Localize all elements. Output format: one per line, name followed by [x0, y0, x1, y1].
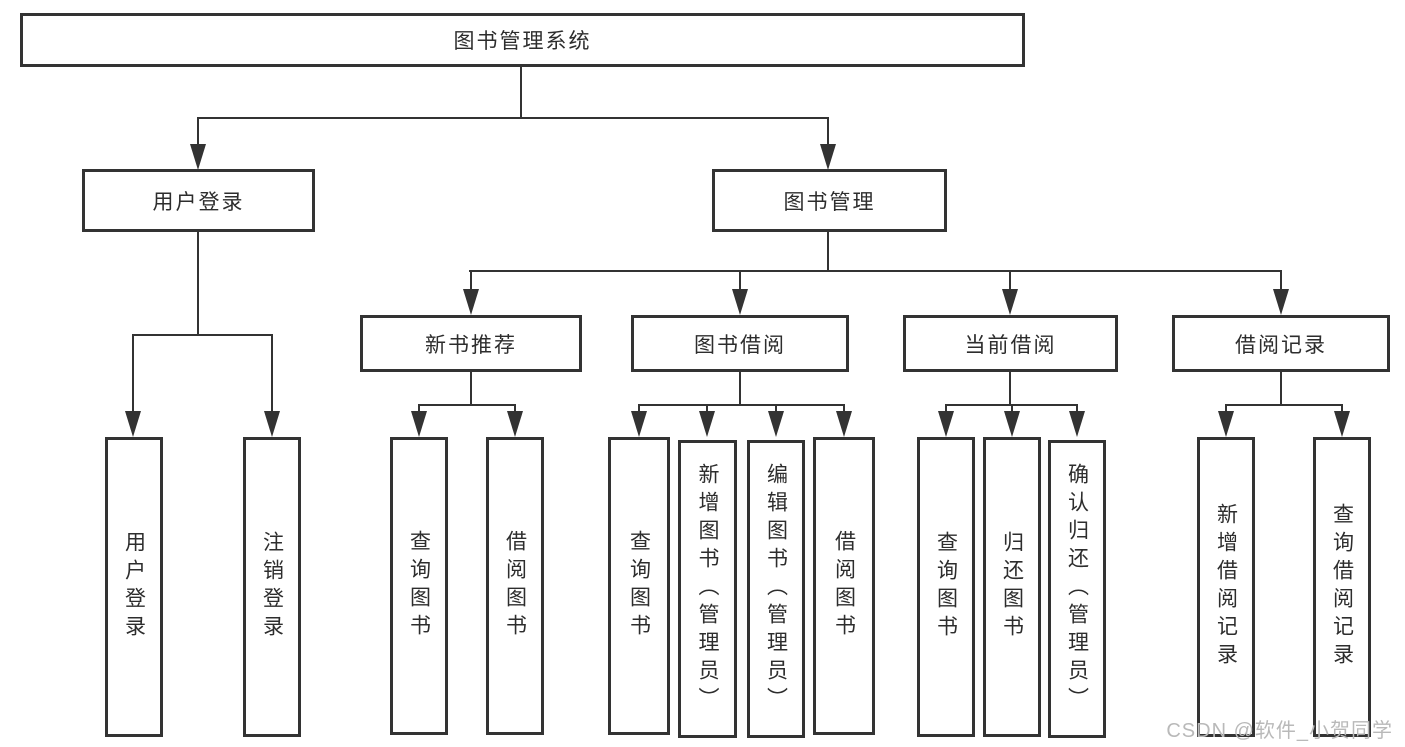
node-label: 当前借阅 — [964, 333, 1057, 357]
arrow-down-icon — [732, 289, 748, 315]
connector-drop — [470, 270, 472, 290]
node-user-login: 用户登录 — [82, 169, 315, 232]
leaf-query-books-borrowing: 查询图书 — [608, 437, 670, 735]
arrow-down-icon — [1004, 411, 1020, 437]
connector-stem — [1009, 371, 1011, 405]
leaf-label: 查询图书 — [627, 530, 651, 642]
leaf-label: 查询图书 — [934, 531, 958, 643]
csdn-watermark: CSDN @软件_小贺同学 — [1166, 720, 1393, 742]
arrow-down-icon — [411, 411, 427, 437]
connector-drop — [132, 334, 134, 412]
arrow-down-icon — [463, 289, 479, 315]
connector-drop — [739, 270, 741, 290]
arrow-down-icon — [190, 144, 206, 170]
connector-rail — [638, 404, 845, 406]
leaf-add-borrow-record: 新增借阅记录 — [1197, 437, 1255, 737]
arrow-down-icon — [125, 411, 141, 437]
connector-drop — [1280, 270, 1282, 290]
arrow-down-icon — [264, 411, 280, 437]
leaf-query-borrow-record: 查询借阅记录 — [1313, 437, 1371, 737]
node-current-borrowing: 当前借阅 — [903, 315, 1118, 372]
node-label: 借阅记录 — [1235, 333, 1327, 357]
leaf-label: 借阅图书 — [832, 530, 856, 642]
connector-drop — [945, 404, 947, 413]
leaf-label: 确认归还（管理员） — [1065, 463, 1089, 715]
connector-drop — [1009, 270, 1011, 290]
connector-root-rail — [197, 117, 829, 119]
leaf-logout: 注销登录 — [243, 437, 301, 737]
node-new-book-recommendation: 新书推荐 — [360, 315, 582, 372]
connector-root-stem — [520, 66, 522, 118]
leaf-add-book-admin: 新增图书（管理员） — [678, 440, 737, 738]
leaf-label: 归还图书 — [1000, 531, 1024, 643]
node-label: 用户登录 — [152, 190, 245, 214]
connector-user-login-stem — [197, 232, 199, 336]
leaf-label: 编辑图书（管理员） — [764, 463, 788, 715]
connector-drop — [843, 404, 845, 413]
arrow-down-icon — [836, 411, 852, 437]
arrow-down-icon — [1218, 411, 1234, 437]
connector-user-login-drop — [197, 117, 199, 146]
connector-drop — [1076, 404, 1078, 413]
arrow-down-icon — [938, 411, 954, 437]
leaf-user-login: 用户登录 — [105, 437, 163, 737]
leaf-label: 新增图书（管理员） — [696, 463, 719, 715]
node-label: 新书推荐 — [425, 333, 517, 357]
connector-stem — [470, 371, 472, 405]
leaf-label: 用户登录 — [122, 531, 146, 643]
leaf-label: 注销登录 — [260, 531, 284, 643]
leaf-return-books: 归还图书 — [983, 437, 1041, 737]
leaf-label: 查询图书 — [407, 530, 431, 642]
arrow-down-icon — [1069, 411, 1085, 437]
leaf-borrow-books-borrowing: 借阅图书 — [813, 437, 875, 735]
connector-drop — [418, 404, 420, 413]
connector-stem — [739, 371, 741, 405]
leaf-query-books-recommend: 查询图书 — [390, 437, 448, 735]
arrow-down-icon — [820, 144, 836, 170]
arrow-down-icon — [631, 411, 647, 437]
node-label: 图书借阅 — [694, 333, 786, 357]
arrow-down-icon — [1002, 289, 1018, 315]
connector-rail — [418, 404, 516, 406]
connector-drop — [271, 334, 273, 412]
node-label: 图书管理系统 — [453, 30, 592, 53]
node-library-management-system: 图书管理系统 — [20, 13, 1025, 67]
leaf-query-books-current: 查询图书 — [917, 437, 975, 737]
arrow-down-icon — [699, 411, 715, 437]
connector-drop — [706, 404, 708, 413]
connector-book-mgmt-rail — [469, 270, 1282, 272]
connector-stem — [1280, 371, 1282, 405]
connector-book-mgmt-stem — [827, 232, 829, 272]
node-label: 图书管理 — [783, 190, 876, 214]
leaf-label: 借阅图书 — [503, 530, 527, 642]
arrow-down-icon — [1273, 289, 1289, 315]
node-borrowing-records: 借阅记录 — [1172, 315, 1390, 372]
leaf-edit-book-admin: 编辑图书（管理员） — [747, 440, 805, 738]
arrow-down-icon — [507, 411, 523, 437]
connector-drop — [1225, 404, 1227, 413]
leaf-borrow-books-recommend: 借阅图书 — [486, 437, 544, 735]
connector-user-login-rail — [132, 334, 273, 336]
leaf-confirm-return-admin: 确认归还（管理员） — [1048, 440, 1106, 738]
connector-drop — [1341, 404, 1343, 413]
node-book-borrowing: 图书借阅 — [631, 315, 849, 372]
connector-drop — [775, 404, 777, 413]
connector-rail — [1225, 404, 1343, 406]
leaf-label: 新增借阅记录 — [1214, 503, 1238, 671]
connector-book-mgmt-drop — [827, 117, 829, 146]
arrow-down-icon — [768, 411, 784, 437]
connector-drop — [514, 404, 516, 413]
arrow-down-icon — [1334, 411, 1350, 437]
leaf-label: 查询借阅记录 — [1330, 503, 1354, 671]
connector-drop — [638, 404, 640, 413]
node-book-management: 图书管理 — [712, 169, 947, 232]
connector-drop — [1011, 404, 1013, 413]
